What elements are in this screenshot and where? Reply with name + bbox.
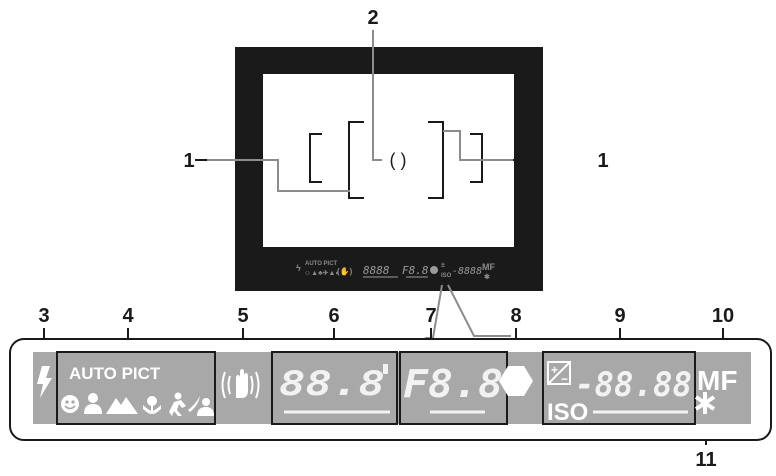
mini-mf-label: MF: [482, 262, 495, 272]
lcd-segment-boxes: [56, 351, 696, 425]
mini-counter-digits: -8888: [452, 266, 482, 277]
leader-2: [372, 30, 382, 161]
shutter-speed-digits: 88.8: [279, 364, 385, 404]
callout-1-right: 1: [597, 150, 608, 172]
callout-11: 11: [695, 449, 716, 471]
iso-label: ISO: [547, 399, 588, 426]
night-portrait-icon: [188, 396, 214, 416]
mini-auto-pict-label: AUTO PICT: [305, 261, 338, 267]
mini-iso-label: ISO: [441, 273, 452, 279]
svg-text:+: +: [551, 363, 558, 377]
mini-scene-icons: ☺▲♣✈▲◐: [304, 269, 340, 277]
af-frame-center: [348, 121, 444, 199]
aperture-digits: F8.8: [403, 362, 503, 406]
callout-6: 6: [328, 305, 339, 327]
macro-icon: [143, 396, 161, 414]
auto-pict-label: AUTO PICT: [69, 364, 161, 383]
mini-shake-icon: (✋): [337, 266, 353, 276]
callout-3: 3: [38, 305, 49, 327]
leader-8: [447, 284, 511, 337]
mini-exposure-comp-icon: ±: [441, 262, 445, 269]
landscape-icon: [106, 397, 138, 414]
viewfinder-mini-status: ϟ AUTO PICT ☺▲♣✈▲◐ (✋) 8888 F8.8 ± ISO -…: [296, 261, 495, 281]
callout-4: 4: [122, 305, 134, 327]
mini-aperture-digits: F8.8: [402, 264, 429, 277]
svg-text:−: −: [561, 372, 568, 386]
callout-2: 2: [367, 7, 378, 29]
viewfinder-frame: [235, 47, 543, 291]
mini-flash-icon: ϟ: [296, 263, 301, 273]
af-frame-left: [309, 133, 322, 183]
callout-5: 5: [237, 305, 248, 327]
shutter-sub-mark: [383, 364, 388, 374]
sport-icon: [169, 392, 186, 416]
portrait-icon: [84, 393, 102, 414]
mini-shutter-digits: 8888: [363, 264, 390, 277]
shutter-speed-display: 88.8: [279, 364, 390, 414]
leader-lines: [207, 30, 513, 339]
callout-9: 9: [614, 305, 625, 327]
leader-1-right-c: [443, 130, 461, 160]
callouts: 1 1 2 3 4 5 6 7 8 9 10 11: [38, 7, 734, 471]
counter-digits: -88.88: [575, 365, 692, 405]
mini-focus-indicator: [430, 266, 438, 274]
leader-1-left: [207, 159, 350, 192]
focus-indicator-icon: [499, 366, 533, 396]
scene-mode-icons: [61, 392, 214, 416]
callout-1-left: 1: [183, 150, 194, 172]
exposure-iso-display: + − ISO -88.88: [547, 361, 692, 426]
flash-icon: [37, 366, 52, 398]
callout-10: 10: [712, 305, 734, 327]
af-frame-right: [470, 133, 483, 183]
shake-reduction-icon: [221, 369, 260, 399]
spot-metering-circle: ( ): [390, 150, 407, 170]
portrait-smile-icon: [61, 395, 79, 413]
mf-label: MF: [697, 365, 737, 396]
viewfinder: ( ) ϟ AUTO PICT ☺▲♣✈▲◐ (✋) 8888 F8.8 ± I…: [235, 47, 543, 291]
exposure-compensation-icon: + −: [547, 361, 571, 386]
callout-7: 7: [425, 305, 436, 327]
mini-ae-lock-icon: ✱: [484, 273, 490, 281]
leader-1-right: [443, 130, 513, 161]
callout-8: 8: [510, 305, 521, 327]
aperture-display: F8.8: [403, 362, 503, 414]
ae-lock-icon: [694, 392, 716, 414]
